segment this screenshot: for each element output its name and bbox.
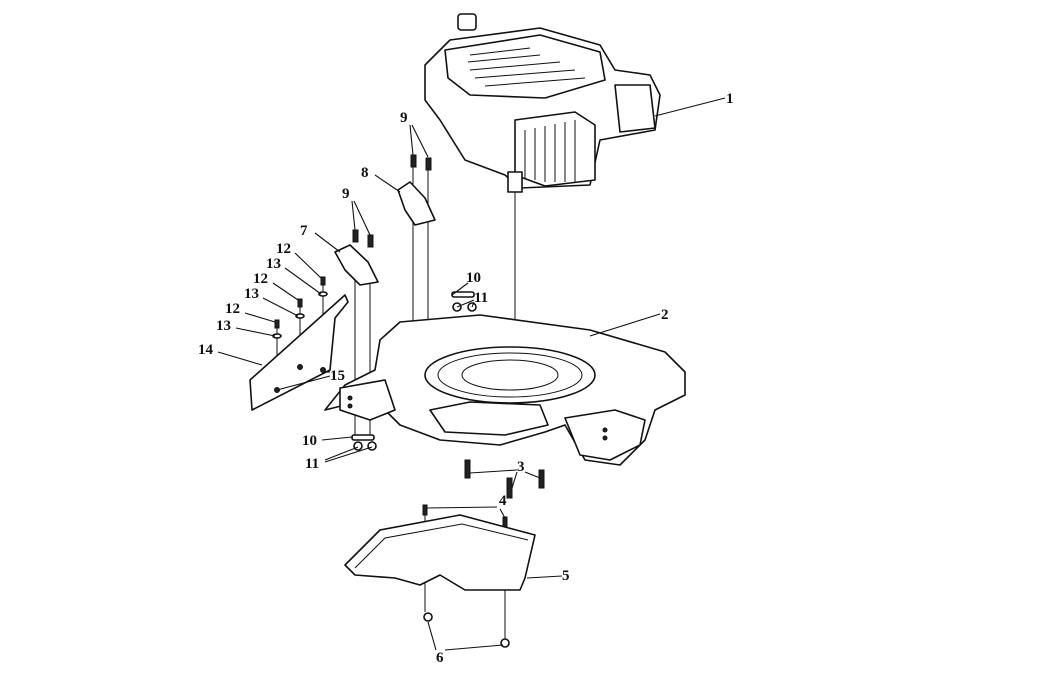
bracket-7-part (334, 244, 379, 286)
callout-3: 3 (517, 459, 525, 475)
callout-13: 13 (216, 318, 231, 334)
callout-5: 5 (562, 568, 570, 584)
callout-10: 10 (466, 270, 481, 286)
callout-13: 13 (266, 256, 281, 272)
deck-part (324, 314, 686, 466)
engine-part (424, 13, 661, 193)
callout-10: 10 (302, 433, 317, 449)
nut-part (423, 612, 433, 622)
nut-part (367, 441, 377, 451)
callout-11: 11 (305, 456, 319, 472)
callout-8: 8 (361, 165, 369, 181)
callout-9: 9 (400, 110, 408, 126)
fasteners-12-13 (272, 276, 328, 393)
leader-lines (217, 97, 726, 651)
nut-part (500, 638, 510, 648)
nut-part (353, 441, 363, 451)
callout-15: 15 (330, 368, 345, 384)
rear-flap-part (344, 514, 536, 591)
side-guard-part (249, 294, 349, 411)
callout-12: 12 (225, 301, 240, 317)
callout-14: 14 (198, 342, 214, 358)
callout-1: 1 (726, 91, 734, 107)
callout-labels: 1 2 3 4 5 6 7 8 9 9 10 11 12 13 12 13 12… (198, 91, 734, 666)
callout-7: 7 (300, 223, 308, 239)
callout-4: 4 (499, 493, 507, 509)
callout-12: 12 (253, 271, 268, 287)
screw-part (422, 504, 428, 516)
callout-13: 13 (244, 286, 259, 302)
callout-12: 12 (276, 241, 291, 257)
callout-11: 11 (474, 290, 488, 306)
callout-9: 9 (342, 186, 350, 202)
bracket-8-part (397, 181, 436, 226)
callout-6: 6 (436, 650, 444, 666)
bolts-9 (352, 154, 432, 248)
screw-part (502, 516, 508, 528)
callout-2: 2 (661, 307, 669, 323)
washer-plate-part (351, 434, 375, 441)
